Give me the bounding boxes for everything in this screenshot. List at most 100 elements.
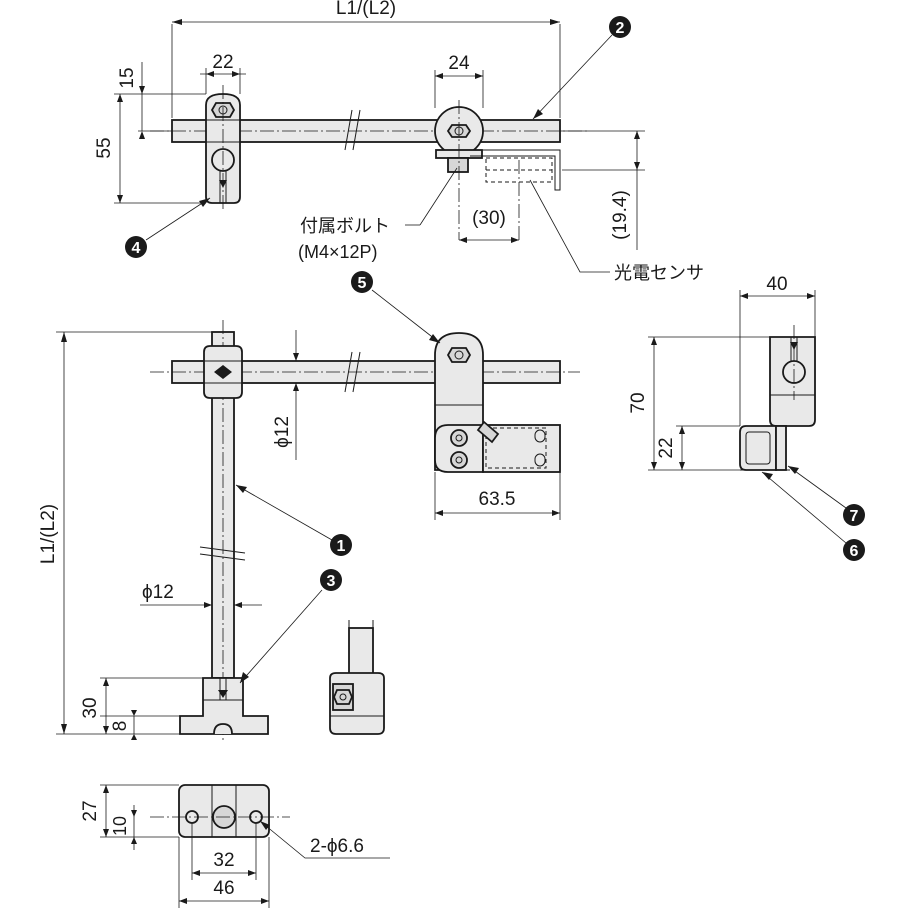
dim-32-label: 32 [213,850,234,871]
callout-4-leader [145,197,211,241]
dim-arrow [204,602,212,608]
dim-dia12b-label: ϕ12 [142,582,174,603]
dim-arrow [261,898,269,904]
top-sensor-bracket [470,149,561,191]
front-right-clamp-nut [446,347,472,363]
dim-arrow [550,19,560,25]
top-attached-bolt [447,157,469,173]
callout-4-number: 4 [132,240,141,257]
holes-arrow [260,821,270,830]
dim-arrow [511,237,519,243]
dim-24-label: 24 [448,53,470,74]
front-bolt-head [476,420,500,444]
dim-arrow [103,785,109,793]
dim-arrow [103,678,109,686]
dim-30-label: (30) [472,208,506,229]
dim-arrow [435,510,443,516]
callout-7-leader [787,465,847,509]
front-bracket-screw-a [450,429,468,447]
callout-6-badge [843,539,865,561]
front-bracket-screw-b [450,451,468,469]
dim-40-label: 40 [766,274,787,295]
dim-arrow [293,353,299,361]
dim-arrow [103,829,109,837]
front-rod-break-a [199,546,246,554]
front-base-notch [213,723,233,735]
sensor-label: 光電センサ [614,263,704,283]
front-plate-slot-b [534,453,546,467]
side-base-nut-hole [339,693,347,701]
dim-27-label: 27 [80,800,101,821]
callout-1-badge [330,534,352,556]
callout-5-arrow [429,334,440,343]
callout-4-badge [125,236,147,258]
callout-4-arrow [199,198,210,207]
dim-length-side-label: L1/(L2) [38,504,59,564]
callout-7-number: 7 [850,508,859,525]
side-view-clamp-mark [790,342,798,350]
callout-5-leader [371,289,441,344]
side-view-bracket-window [745,431,771,465]
callout-5-badge [351,271,373,293]
callout-1-arrow [236,485,247,493]
base-side-detail [329,620,385,735]
callout-6-leader [761,471,847,544]
base-bottom-view: 27 10 32 46 2-ϕ6.6 [80,784,390,908]
callout-3-arrow [240,672,249,683]
dim-55-label: 55 [94,137,115,158]
dim-arrow [61,332,67,342]
dim-length-top-label: L1/(L2) [336,0,396,19]
front-base-mark [218,690,228,698]
sensor-leader [529,179,610,273]
callout-3-leader [239,589,323,684]
side-view-sensor-bracket [739,425,777,471]
dim-arrow [232,71,240,77]
holes-leader [259,820,390,859]
front-sensor-hidden [485,427,547,469]
side-rod [348,627,374,679]
top-rod-break-mark-b [352,109,361,151]
dim-8-label: 8 [110,721,131,732]
dim-arrow [651,337,657,345]
dim-arrow [740,293,748,299]
dim-arrow [459,237,467,243]
dim-arrow [293,383,299,391]
dim-46-label: 46 [213,878,234,899]
front-bracket-screw-b-hole [455,456,463,464]
front-view: L1/(L2) ϕ12 ϕ12 63.5 30 8 [38,271,580,740]
dim-arrow [192,870,200,876]
side-base-nut [333,689,353,705]
front-hrod-break-a [344,351,353,393]
callout-1-number: 1 [337,538,346,555]
dim-dia12a-label: ϕ12 [272,416,293,448]
callout-7-arrow [788,466,799,474]
callout-6-arrow [762,472,773,480]
dim-arrow [651,462,657,470]
dim-arrow [179,898,187,904]
dim-arrow [172,19,182,25]
front-bracket-screw-a-hole [455,434,463,442]
dim-70-label: 70 [628,392,649,413]
callout-1-leader [235,484,333,541]
dim-arrow [634,162,640,170]
dim-arrow [679,426,685,434]
callout-2-badge [609,16,631,38]
dim-63-5-label: 63.5 [479,489,516,510]
bolt-leader [419,167,458,226]
front-hrod-break-b [352,351,361,393]
callout-6-number: 6 [850,543,859,560]
dim-arrow [807,293,815,299]
dim-arrow [131,837,137,844]
bolt-label-line1: 付属ボルト [300,216,390,236]
dim-30-front-label: 30 [80,697,101,718]
callout-2-leader [532,34,613,120]
callout-2-arrow [533,109,543,119]
dim-arrow [131,810,137,817]
front-right-clamp-nut-hole [454,350,464,360]
dim-15-label: 15 [117,67,138,88]
side-view-right: 40 70 22 7 6 [628,274,865,561]
dim-arrow [679,462,685,470]
front-plate-slot-a [534,429,546,443]
front-cross-clamp-mark [214,365,232,379]
dim-arrow [117,94,123,102]
